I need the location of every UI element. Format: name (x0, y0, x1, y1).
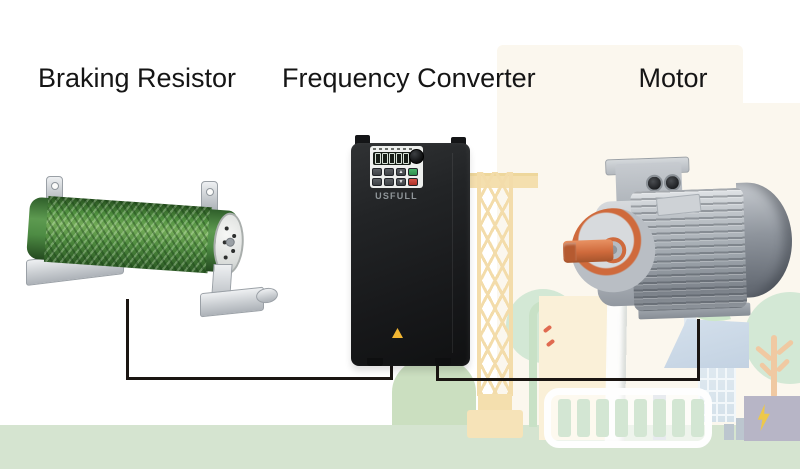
display-digit (396, 153, 402, 164)
tree-trunk (771, 335, 777, 398)
battery-bar (596, 399, 609, 437)
wire-resistor-converter (390, 357, 393, 379)
resistor-foot-right-base (200, 286, 264, 318)
battery-icon (544, 388, 712, 448)
stop-button[interactable] (408, 178, 418, 186)
display-digit (375, 153, 381, 164)
warning-triangle-icon (392, 328, 403, 338)
battery-bar (615, 399, 628, 437)
crane-base (478, 394, 512, 412)
heading-motor: Motor (638, 63, 708, 93)
resistor-coil-body (43, 195, 213, 274)
tree-branch (775, 339, 795, 356)
converter-foot (367, 358, 383, 366)
display-digit (389, 153, 395, 164)
wire-resistor-converter (126, 299, 129, 379)
frequency-converter-image: ▲ ▼ USFULL (351, 135, 471, 367)
tree-branch (775, 358, 791, 373)
down-button[interactable]: ▼ (396, 178, 406, 186)
crane-base (467, 410, 523, 438)
bare-tree-icon (752, 335, 798, 398)
shaft-tip (562, 242, 577, 262)
up-button[interactable]: ▲ (396, 168, 406, 176)
mounting-tab (201, 181, 218, 211)
keypad-buttons: ▲ ▼ (372, 168, 418, 186)
tab-hole (51, 182, 59, 190)
wire-converter-motor (697, 319, 700, 380)
wire-converter-motor (436, 378, 700, 381)
battery-bar (672, 399, 685, 437)
battery-bar (653, 399, 666, 437)
wire-resistor-converter (126, 377, 393, 380)
converter-foot (435, 358, 451, 366)
converter-display (373, 152, 411, 165)
heading-braking-resistor: Braking Resistor (37, 63, 237, 93)
battery-bar (577, 399, 590, 437)
factory-icon (744, 396, 800, 441)
panel-seam (452, 153, 453, 353)
display-digit (382, 153, 388, 164)
battery-bar (634, 399, 647, 437)
motor-image (553, 151, 800, 334)
keypad-label-strip (373, 148, 413, 150)
tab-hole (206, 188, 214, 196)
knob-dial[interactable] (409, 149, 424, 164)
crane-tower (477, 172, 513, 396)
keypad-button[interactable] (384, 168, 394, 176)
keypad-button[interactable] (372, 178, 382, 186)
converter-keypad: ▲ ▼ (370, 146, 424, 188)
battery-bar (691, 399, 704, 437)
display-digit (403, 153, 409, 164)
keypad-button[interactable] (384, 178, 394, 186)
run-button[interactable] (408, 168, 418, 176)
factory-block (736, 418, 745, 440)
wire-converter-motor (436, 356, 439, 380)
factory-block (724, 424, 734, 440)
keypad-button[interactable] (372, 168, 382, 176)
battery-bar (558, 399, 571, 437)
braking-resistor-image (20, 172, 280, 322)
heading-frequency-converter: Frequency Converter (282, 63, 536, 93)
usfull-brand-label: USFULL (375, 191, 418, 201)
hill-shape (392, 356, 476, 428)
